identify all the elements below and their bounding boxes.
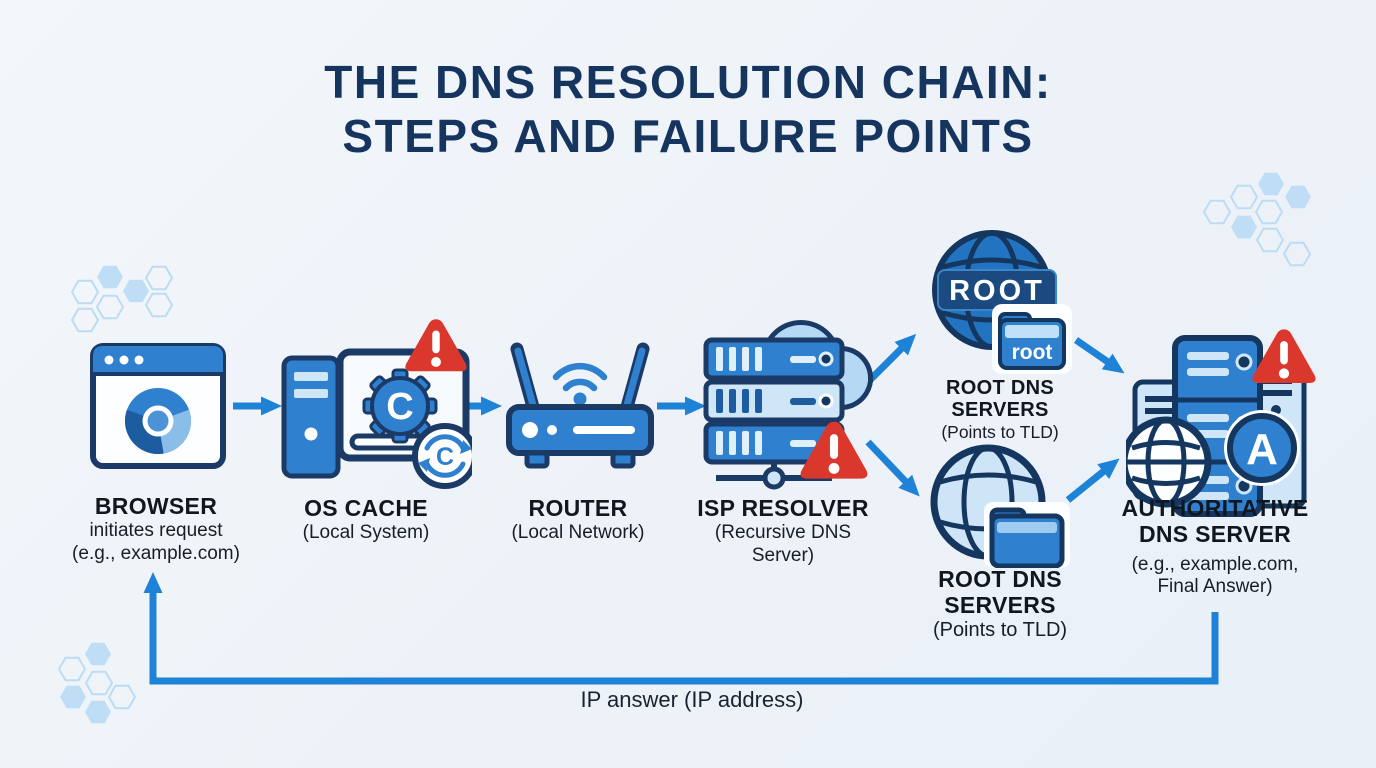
arrow-isp-to-root-top [865, 333, 917, 385]
root-dns-globe-icon: ROOT root [932, 230, 1072, 374]
router-label: ROUTER (Local Network) [474, 495, 682, 545]
gear-letter: C [386, 386, 413, 428]
os-cache-label: OS CACHE (Local System) [262, 495, 470, 545]
root-folder-label: root [1012, 341, 1053, 364]
folder-icon [984, 502, 1070, 568]
authoritative-label: AUTHORITATIVE DNS SERVER (e.g., example.… [1108, 495, 1322, 599]
root-globe-badge: ROOT [949, 275, 1045, 307]
os-cache-desc1: (Local System) [302, 521, 430, 543]
root-dns-top-desc1: (Points to TLD) [941, 421, 1059, 442]
authoritative-desc2: Final Answer) [1157, 576, 1273, 598]
root-dns-globe-folder-icon [930, 444, 1070, 568]
browser-desc2: (e.g., example.com) [72, 542, 240, 564]
os-cache-icon: C C [281, 319, 472, 489]
router-icon [506, 342, 654, 469]
browser-name: BROWSER [94, 493, 218, 519]
authoritative-name-line2: DNS SERVER [1138, 520, 1292, 547]
root-dns-top-name: ROOT DNS SERVERS [946, 377, 1054, 422]
root-folder-icon: root [992, 304, 1072, 374]
cache-refresh-icon: C [412, 423, 472, 489]
router-desc1: (Local Network) [511, 521, 645, 543]
globe-icon [1126, 416, 1212, 508]
arrow-root-top-to-authoritative [1074, 337, 1125, 374]
arrow-ip-answer-return [143, 572, 1219, 685]
isp-resolver-icon [703, 320, 873, 490]
os-cache-name: OS CACHE [304, 495, 428, 521]
refresh-letter: C [436, 443, 454, 471]
page-title: THE DNS RESOLUTION CHAIN: STEPS AND FAIL… [0, 56, 1376, 164]
root-dns-bottom-name: ROOT DNS SERVERS [938, 566, 1062, 619]
authoritative-dns-icon: A [1126, 329, 1316, 517]
root-dns-bottom-desc1: (Points to TLD) [932, 619, 1068, 642]
isp-resolver-desc1: (Recursive DNS [714, 521, 852, 543]
isp-resolver-desc2: Server) [751, 544, 815, 566]
a-record-badge-icon: A [1224, 410, 1300, 486]
authoritative-name-line1: AUTHORITATIVE [1121, 495, 1309, 521]
cache-gear-icon: C [362, 368, 438, 444]
ip-answer-label: IP answer (IP address) [580, 687, 804, 712]
page-title-line1: THE DNS RESOLUTION CHAIN: [324, 56, 1052, 108]
browser-label: BROWSER initiates request (e.g., example… [52, 493, 260, 565]
arrow-isp-to-root-bottom [865, 439, 920, 497]
arrow-root-bottom-to-authoritative [1065, 458, 1120, 503]
desktop-tower-icon [281, 355, 341, 479]
browser-desc1: initiates request [89, 519, 223, 541]
root-dns-top-label: ROOT DNS SERVERS (Points to TLD) [898, 377, 1102, 443]
hexagon-decoration-bottom-left [57, 642, 137, 724]
chromium-logo-icon [125, 388, 191, 454]
isp-resolver-name: ISP RESOLVER [697, 495, 869, 521]
router-name: ROUTER [528, 495, 628, 521]
wifi-signal-icon [552, 362, 608, 406]
isp-resolver-label: ISP RESOLVER (Recursive DNS Server) [678, 495, 888, 567]
page-title-line2: STEPS AND FAILURE POINTS [342, 109, 1034, 162]
authoritative-desc1: (e.g., example.com, [1131, 553, 1299, 575]
root-dns-bottom-label: ROOT DNS SERVERS (Points to TLD) [910, 566, 1090, 642]
hexagon-decoration-top-right [1202, 172, 1312, 267]
hexagon-decoration-left [70, 265, 174, 333]
browser-window-icon [90, 343, 226, 469]
warning-triangle-icon [405, 319, 467, 372]
a-record-letter: A [1246, 425, 1278, 474]
